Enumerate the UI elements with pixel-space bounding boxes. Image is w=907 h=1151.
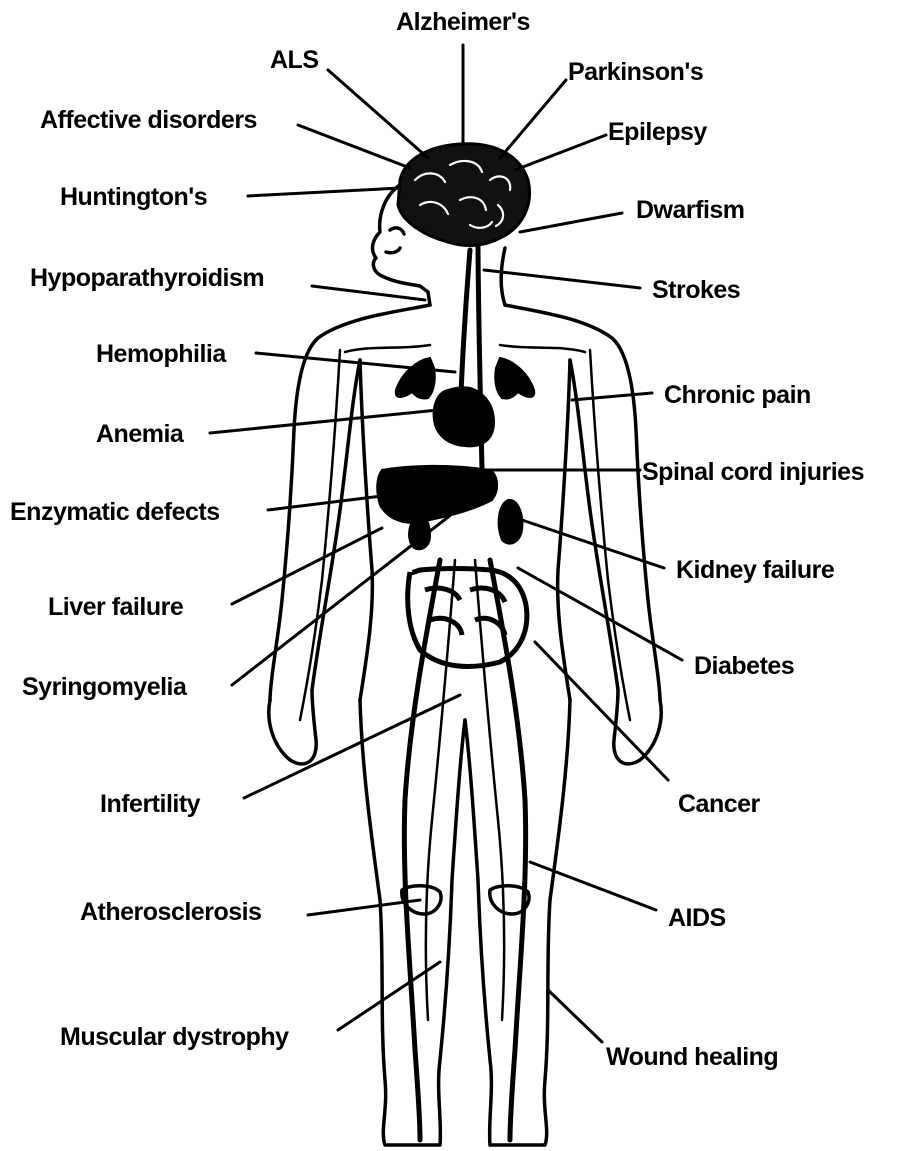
right-lung: [495, 358, 534, 399]
label-chronic-pain: Chronic pain: [664, 381, 811, 409]
leader-epilepsy: [515, 135, 606, 170]
label-infertility: Infertility: [100, 790, 201, 818]
brain: [398, 144, 530, 246]
label-enzymatic-defects: Enzymatic defects: [10, 498, 220, 526]
label-epilepsy: Epilepsy: [608, 118, 707, 146]
label-spinal-cord-injuries: Spinal cord injuries: [642, 458, 864, 486]
label-huntingtons: Huntington's: [60, 183, 207, 211]
face-detail: [386, 228, 404, 253]
leader-chronic-pain: [572, 393, 652, 400]
leader-hypoparathyroidism: [312, 286, 425, 300]
leader-liver: [232, 528, 382, 604]
label-strokes: Strokes: [652, 276, 740, 304]
label-syringomyelia: Syringomyelia: [22, 673, 188, 701]
label-wound-healing: Wound healing: [606, 1043, 778, 1071]
right-kidney: [499, 500, 523, 544]
leader-strokes: [484, 270, 640, 288]
left-hand: [269, 690, 316, 764]
organs: [377, 144, 534, 667]
label-alzheimers: Alzheimer's: [396, 8, 530, 36]
right-torso-side: [558, 360, 570, 700]
label-diabetes: Diabetes: [694, 652, 794, 680]
label-anemia: Anemia: [96, 420, 185, 448]
leader-parkinsons: [500, 80, 566, 158]
label-hemophilia: Hemophilia: [96, 340, 227, 368]
label-atherosclerosis: Atherosclerosis: [80, 898, 261, 926]
left-lung: [396, 358, 435, 399]
leader-atherosclerosis: [308, 900, 420, 915]
right-hand: [614, 690, 661, 764]
label-muscular-dystrophy: Muscular dystrophy: [60, 1023, 289, 1051]
label-aids: AIDS: [668, 904, 726, 932]
leader-als: [328, 70, 428, 158]
leader-affective: [298, 125, 410, 168]
label-dwarfism: Dwarfism: [636, 196, 745, 224]
right-leg: [465, 700, 570, 1145]
label-liver-failure: Liver failure: [48, 593, 184, 621]
label-affective-disorders: Affective disorders: [40, 106, 257, 134]
label-kidney-failure: Kidney failure: [676, 556, 835, 584]
label-cancer: Cancer: [678, 790, 761, 818]
label-parkinsons: Parkinson's: [568, 58, 703, 86]
leader-wound: [548, 990, 602, 1042]
liver: [377, 466, 497, 523]
label-als: ALS: [270, 46, 319, 74]
label-hypoparathyroidism: Hypoparathyroidism: [30, 264, 264, 292]
leader-enzymatic: [268, 496, 382, 510]
torso-outline-right: [505, 305, 660, 700]
leader-anemia: [210, 410, 438, 433]
heart: [434, 387, 494, 446]
leader-huntingtons: [248, 188, 400, 196]
leader-cancer: [535, 642, 668, 780]
neck-outline: [501, 248, 505, 305]
left-leg: [360, 700, 465, 1145]
leader-muscular: [338, 962, 440, 1030]
leader-dwarfism: [520, 213, 622, 232]
left-torso-side: [360, 360, 372, 700]
